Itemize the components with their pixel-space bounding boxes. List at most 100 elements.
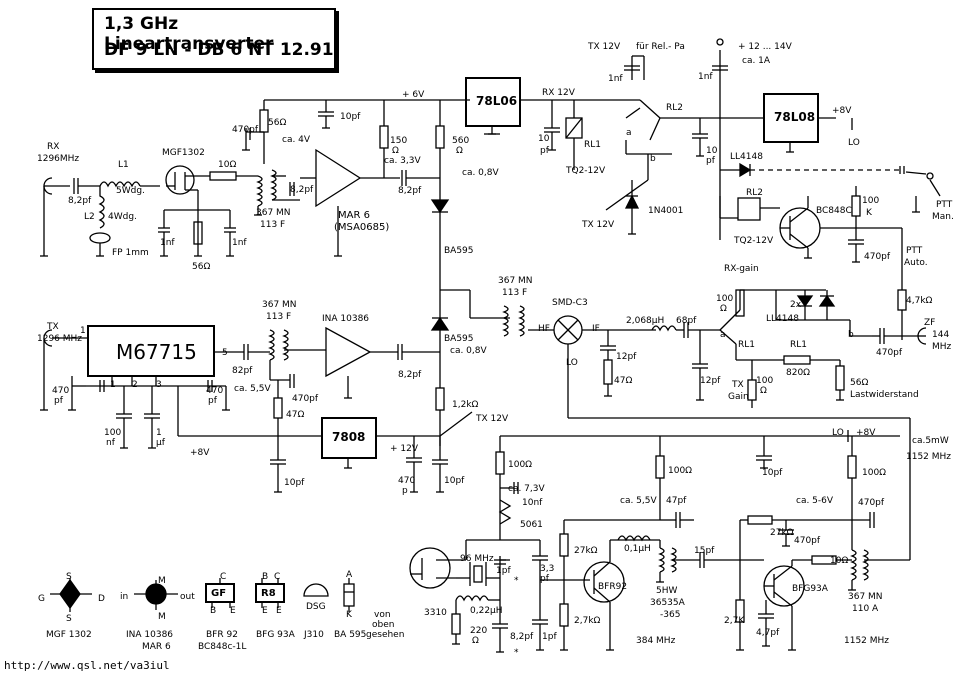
component-label: 470pf [864,252,891,262]
component-label: TX [47,322,59,332]
component-label: für Rel.- Pa [636,42,685,52]
component-label: 27kΩ [574,546,598,556]
component-label: 1nf [232,238,247,248]
component-label: b [848,330,854,340]
title-line1: 1,3 GHz Lineartransverter [104,14,274,54]
component-label: C [274,572,281,582]
component-label: LL4148 [730,152,763,162]
component-label: RL2 [666,103,683,113]
component-label: 113 F [502,288,528,298]
component-label: 367 MN [848,592,883,602]
component-label: FP 1mm [112,248,149,258]
component-label: 1pf [496,566,511,576]
component-label: 1pf [542,632,557,642]
component-label: 3310 [424,608,447,618]
component-label: IF [592,324,600,334]
component-label: 5HW [656,586,678,596]
component-label: RX [47,142,60,152]
component-label: 1152 MHz [906,452,952,462]
title-box: 1,3 GHz Lineartransverter DF 9 LN - DB 6… [92,8,336,70]
component-label: -365 [660,610,681,620]
component-label: 113 F [260,220,286,230]
component-label: nf [106,438,115,448]
component-label: BFR 92 [206,630,238,640]
component-label: G [38,594,45,604]
component-label: 10Ω [218,160,237,170]
component-label: 1 [80,326,86,336]
component-label: PTT [936,200,953,210]
component-label: ca. 5-6V [796,496,834,506]
component-label: +8V [832,106,852,116]
component-label: L1 [118,160,129,170]
component-label: 3,3 [540,564,555,574]
component-label: 36535A [650,598,685,608]
component-label: 100 [862,196,880,206]
component-label: von [374,610,391,620]
component-label: 470pf [292,394,319,404]
component-label: b [650,154,656,164]
component-label: 1 [110,380,116,390]
component-label: A [346,570,353,580]
component-label: 56Ω [268,118,287,128]
component-label: INA 10386 [126,630,174,640]
component-label: S [66,572,72,582]
component-label: a [720,330,726,340]
component-label: 4,7kΩ [906,296,933,306]
component-label: RX 12V [542,88,575,98]
component-label: pf [208,396,217,406]
component-label: M [158,612,166,622]
component-label: oben [372,620,395,630]
component-label: SMD-C3 [552,298,588,308]
component-label: 220 [470,626,488,636]
component-label: 96 MHz [460,554,494,564]
component-label: pf [540,574,549,584]
component-label: 100Ω [862,468,887,478]
component-label: out [180,592,195,602]
source-url[interactable]: http://www.qsl.net/va3iul [4,659,170,672]
component-label: BA595 [444,334,474,344]
component-label: LO [848,138,860,148]
component-label: Ω [472,636,479,646]
component-label: E [276,606,282,616]
title-line2: DF 9 LN - DB 6 NT 12.91 [104,40,334,60]
component-label: 100 [104,428,122,438]
label-mar6: MAR 6 [338,210,370,221]
component-label: L2 [84,212,95,222]
component-label: RL2 [746,188,763,198]
component-label: PTT [906,246,923,256]
component-label: 1 [156,428,162,438]
component-label: ca. 0,8V [450,346,487,356]
label-r8: R8 [261,588,276,599]
component-label: B [210,606,217,616]
component-label: MHz [932,342,952,352]
component-label: 10pf [284,478,305,488]
component-label: RL1 [738,340,755,350]
component-label: 470 [398,476,416,486]
component-label: DSG [306,602,326,612]
component-label: pf [54,396,63,406]
component-label: BA 595 [334,630,367,640]
component-label: 560 [452,136,470,146]
component-label: ca. 7,3V [508,484,545,494]
component-label: 367 MN [256,208,291,218]
component-label: 2,7kΩ [574,616,601,626]
component-label: p [402,486,408,496]
component-label: pf [540,146,549,156]
component-label: 1152 MHz [844,636,890,646]
component-label: BC848c-1L [198,642,247,652]
component-label: 1nf [608,74,623,84]
component-label: 8,2pf [398,186,422,196]
component-label: * [514,576,519,586]
component-label: 2,068μH [626,316,665,326]
rx-input-path [43,99,470,318]
component-label: 8,2pf [398,370,422,380]
component-label: Auto. [904,258,928,268]
component-label: 15pf [694,546,715,556]
component-label: TX 12V [476,414,509,424]
component-label: μf [156,438,165,448]
pa-m67715 [87,325,215,377]
component-label: 56Ω [850,378,869,388]
component-label: 367 MN [262,300,297,310]
component-label: 12pf [700,376,721,386]
